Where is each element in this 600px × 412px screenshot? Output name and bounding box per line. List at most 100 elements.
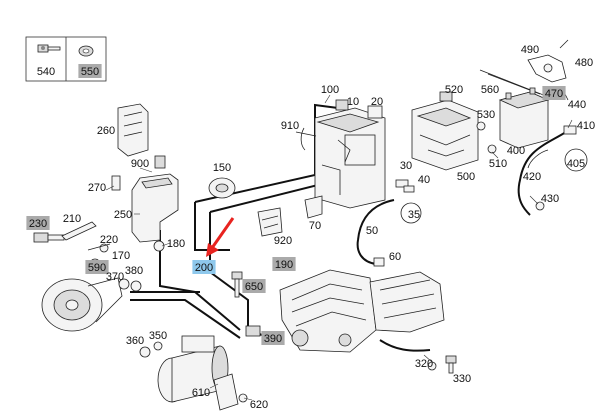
callout-20: 20 [371,96,383,108]
callout-highlight [542,86,566,100]
callout-label: 510 [489,158,507,170]
starter-motor [139,335,229,403]
callout-label: 35 [408,209,420,221]
callout-370: 370 [106,271,124,283]
callout-70: 70 [309,220,321,232]
connector-390 [245,325,261,337]
engine-transmission [279,269,457,374]
callout-360: 360 [126,335,144,347]
callout-label: 470 [545,88,563,100]
callout-label: 350 [149,330,167,342]
callout-label: 250 [114,209,132,221]
callout-label: 920 [274,235,292,247]
callout-label: 610 [192,387,210,399]
callout-label: 320 [415,358,433,370]
callout-label: 370 [106,271,124,283]
callout-540: 540 [37,66,55,78]
callout-highlight [85,260,109,274]
ground-bolt-assembly [33,221,111,253]
positive-cable-50 [356,179,422,267]
callout-60: 60 [389,251,401,263]
callout-50: 50 [366,225,378,237]
callout-label: 70 [309,220,321,232]
callout-label: 620 [250,399,268,411]
callout-label: 260 [97,125,115,137]
bolt-540-icon [37,44,61,53]
callout-highlight [78,64,102,78]
callout-label: 490 [521,44,539,56]
callout-250: 250 [114,209,132,221]
callout-label: 480 [575,57,593,69]
callout-label: 150 [213,162,231,174]
callout-label: 180 [167,238,185,250]
callout-420: 420 [523,171,541,183]
callout-920: 920 [274,235,292,247]
callout-405: 405 [567,158,585,170]
callout-highlight [192,260,216,274]
callout-label: 910 [281,120,299,132]
callout-label: 430 [541,193,559,205]
callout-400: 400 [507,145,525,157]
leader-lines [105,94,573,401]
battery-tray-assembly [295,99,386,209]
battery [498,87,550,149]
callout-10: 10 [347,96,359,108]
callout-highlight [272,257,296,271]
callout-circle-405 [564,148,588,172]
callout-label: 360 [126,335,144,347]
callout-label: 420 [523,171,541,183]
callout-label: 330 [453,373,471,385]
callout-100: 100 [321,84,339,96]
callout-200: 200 [192,260,216,274]
callout-270: 270 [88,182,106,194]
callout-label: 20 [371,96,383,108]
callout-label: 230 [29,218,47,230]
callout-label: 410 [577,120,595,132]
callout-560: 560 [481,84,499,96]
callout-highlight [261,331,285,345]
callout-label: 380 [125,265,143,277]
callout-label: 650 [245,281,263,293]
callout-label: 220 [100,234,118,246]
callout-500: 500 [457,171,475,183]
callout-180: 180 [167,238,185,250]
callout-650: 650 [242,279,266,293]
callout-610: 610 [192,387,210,399]
callout-620: 620 [250,399,268,411]
callout-label: 400 [507,145,525,157]
callout-label: 270 [88,182,106,194]
callout-390: 390 [261,331,285,345]
callout-label: 190 [275,259,293,271]
callout-label: 30 [400,160,412,172]
alternator [41,258,142,332]
callout-530: 530 [477,109,495,121]
callout-label: 40 [418,174,430,186]
callout-label: 900 [131,158,149,170]
callout-150: 150 [213,162,231,174]
callout-380: 380 [125,265,143,277]
callout-label: 550 [81,66,99,78]
callout-label: 500 [457,171,475,183]
bracket-920 [257,207,283,237]
callout-430: 430 [541,193,559,205]
pointer-arrow [206,217,235,257]
fuse-relay-box [411,91,497,171]
callout-label: 540 [37,66,55,78]
callout-260: 260 [97,125,115,137]
callout-label: 440 [568,99,586,111]
sensor-150 [208,177,236,199]
callout-label: 530 [477,109,495,121]
callout-highlight [242,279,266,293]
callout-350: 350 [149,330,167,342]
callout-190: 190 [272,257,296,271]
callout-label: 170 [112,250,130,262]
callout-230: 230 [26,216,50,230]
callout-35: 35 [408,209,420,221]
callout-30: 30 [400,160,412,172]
callout-label: 60 [389,251,401,263]
control-unit-bracket [111,103,179,252]
callout-480: 480 [575,57,593,69]
callout-210: 210 [63,213,81,225]
